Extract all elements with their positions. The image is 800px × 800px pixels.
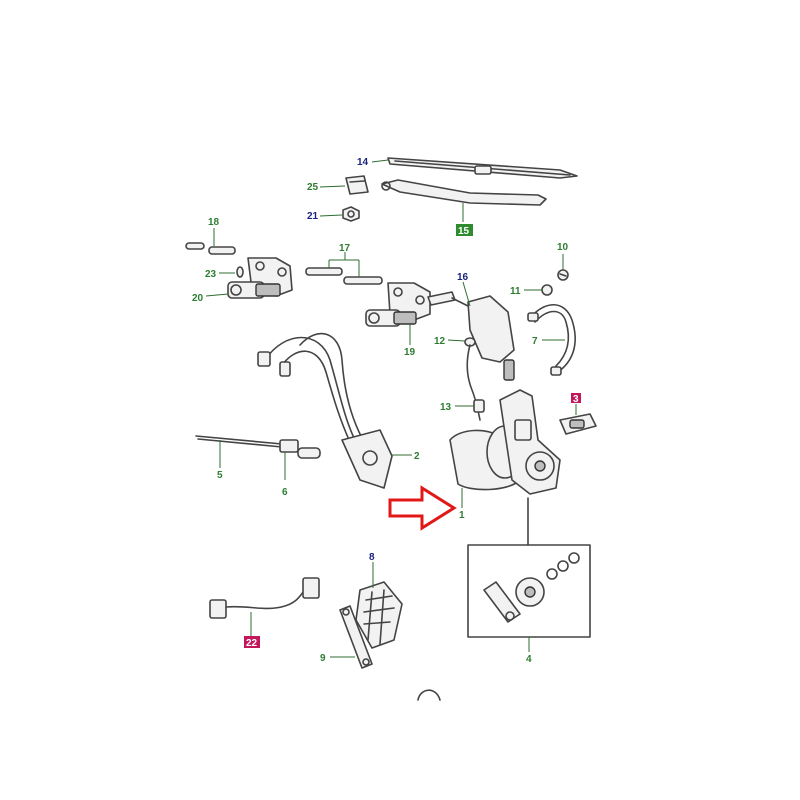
callout-8: 8	[369, 552, 375, 563]
wiring-loom[interactable]	[257, 332, 393, 489]
callout-9: 9	[320, 653, 326, 664]
callout-19: 19	[404, 347, 416, 358]
callout-17: 17	[339, 243, 351, 254]
partial-component	[417, 689, 441, 701]
callout-25: 25	[307, 182, 319, 193]
callout-11: 11	[510, 286, 521, 297]
link-pin[interactable]	[185, 242, 236, 255]
park-switch[interactable]	[559, 413, 597, 435]
harness-lead[interactable]	[209, 577, 320, 619]
gear-kit[interactable]	[467, 497, 591, 638]
wheelbox-right[interactable]	[365, 282, 456, 327]
callout-13: 13	[440, 402, 452, 413]
screw[interactable]	[557, 269, 569, 281]
callout-3-box	[571, 393, 581, 403]
callout-1: 1	[459, 510, 465, 521]
callout-12: 12	[434, 336, 446, 347]
callout-21: 21	[307, 211, 319, 222]
link-arm[interactable]	[339, 605, 373, 669]
motor-strap[interactable]	[527, 304, 576, 376]
indicator-arrow	[388, 485, 457, 531]
callout-22: 22	[246, 638, 258, 649]
callout-6: 6	[282, 487, 288, 498]
callout-16: 16	[457, 272, 469, 283]
drive-cable-rack[interactable]	[195, 435, 321, 459]
bracket-fixing[interactable]	[541, 284, 553, 296]
callout-14: 14	[357, 157, 369, 168]
callout-5: 5	[217, 470, 223, 481]
drive-rack-housing[interactable]	[451, 295, 515, 381]
wiper-arm[interactable]	[381, 179, 547, 206]
callout-4: 4	[526, 654, 532, 665]
callout-3: 3	[573, 394, 579, 405]
spacer[interactable]	[236, 266, 244, 278]
callout-22-box	[244, 636, 260, 648]
callout-7: 7	[532, 336, 538, 347]
callout-2: 2	[414, 451, 420, 462]
callout-20: 20	[192, 293, 204, 304]
rack-tube[interactable]	[305, 267, 383, 285]
spindle-nut[interactable]	[342, 206, 360, 222]
callout-15-box	[456, 224, 473, 236]
wheelbox-left[interactable]	[227, 257, 293, 299]
callout-18: 18	[208, 217, 220, 228]
callout-23: 23	[205, 269, 217, 280]
wiper-motor[interactable]	[449, 389, 561, 495]
callout-15: 15	[458, 226, 470, 237]
wiper-blade[interactable]	[387, 157, 578, 179]
arm-clip[interactable]	[345, 175, 369, 195]
callout-10: 10	[557, 242, 569, 253]
